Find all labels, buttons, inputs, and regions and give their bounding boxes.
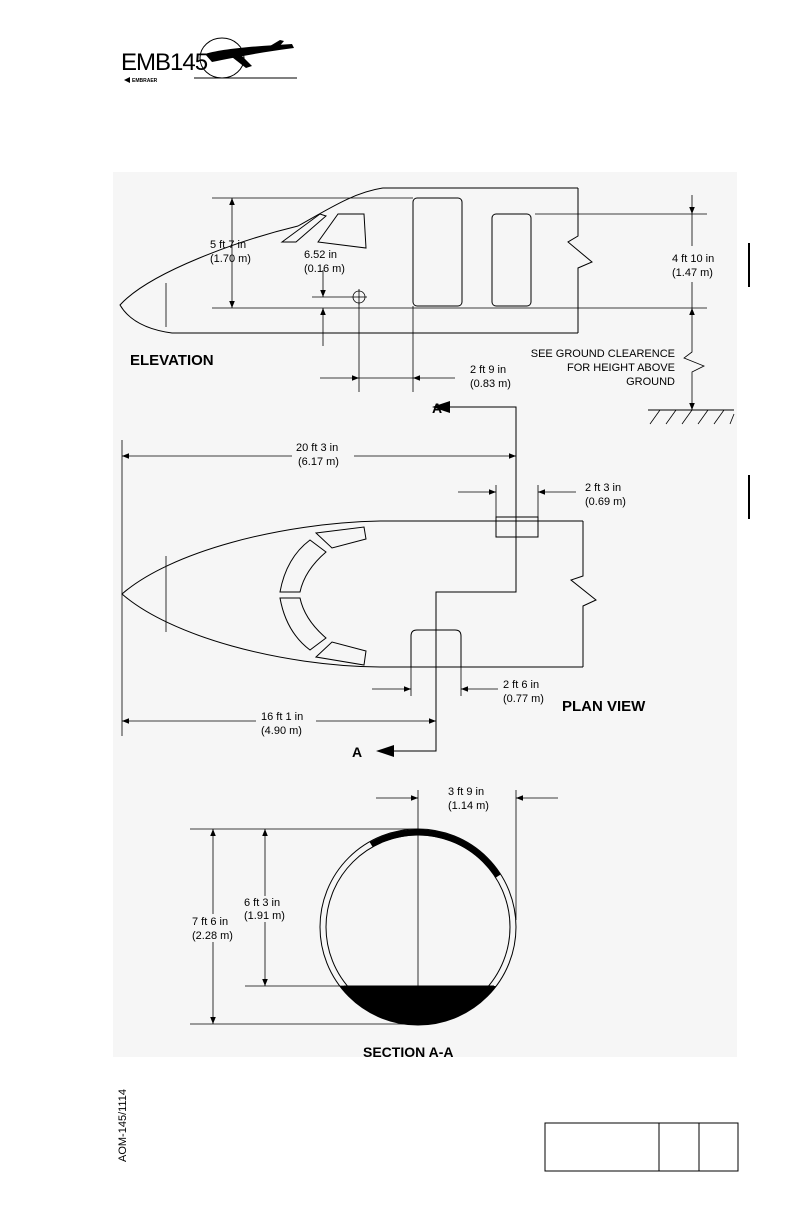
main-door-plan bbox=[410, 629, 462, 667]
label-backdrop bbox=[188, 914, 240, 942]
plan-view: A A 20 ft 3 in (6.17 m) 2 ft 3 in (0.69 … bbox=[121, 400, 646, 760]
label-backdrop bbox=[240, 896, 290, 922]
ground-note-line-3: GROUND bbox=[626, 376, 675, 388]
dim-height-ft-label: 5 ft 7 in bbox=[210, 239, 246, 251]
section-arrow-icon bbox=[376, 745, 394, 757]
label-backdrop bbox=[292, 440, 354, 470]
ground-clearance-break-line bbox=[683, 338, 705, 410]
dim-section-width-ft-label: 3 ft 9 in bbox=[448, 786, 484, 798]
revision-table-frame bbox=[544, 1122, 739, 1172]
dim-cabin-height-m-label: (1.91 m) bbox=[244, 910, 285, 922]
dim-service-door-m-label: (0.69 m) bbox=[585, 496, 626, 508]
plan-window-upper-side bbox=[314, 526, 367, 549]
dim-nose-to-door-m-label: (4.90 m) bbox=[261, 725, 302, 737]
revision-bar bbox=[748, 243, 750, 287]
main-door-outline bbox=[412, 197, 463, 307]
cockpit-window-side bbox=[280, 213, 327, 243]
ground-note-line-1: SEE GROUND CLEARENCE bbox=[531, 348, 675, 360]
dim-nose-to-section-m-label: (6.17 m) bbox=[298, 456, 339, 468]
dim-eye-to-door-m-label: (0.83 m) bbox=[470, 378, 511, 390]
fuselage-side-outline bbox=[119, 187, 578, 334]
plan-break-line bbox=[569, 521, 597, 667]
service-door-outline bbox=[491, 213, 532, 307]
section-a-a-view: 3 ft 9 in (1.14 m) 6 ft 3 in (1.91 m) 7 … bbox=[188, 786, 558, 1060]
floor-section bbox=[339, 986, 497, 1025]
revision-bar bbox=[748, 475, 750, 519]
dim-eye-ft-label: 6.52 in bbox=[304, 249, 337, 261]
dim-eye-m-label: (0.16 m) bbox=[304, 263, 345, 275]
logo-brand-text: EMBRAER bbox=[132, 78, 158, 84]
elevation-view: 5 ft 7 in (1.70 m) 6.52 in (0.16 m) 4 ft… bbox=[119, 187, 735, 425]
elevation-title: ELEVATION bbox=[130, 352, 214, 369]
dim-main-door-m-label: (0.77 m) bbox=[503, 693, 544, 705]
elevation-break-line bbox=[567, 188, 593, 333]
dim-section-width-m-label: (1.14 m) bbox=[448, 800, 489, 812]
dim-nose-to-section-ft-label: 20 ft 3 in bbox=[296, 442, 338, 454]
plan-windshield-right bbox=[279, 597, 327, 651]
service-door-plan bbox=[495, 516, 539, 538]
plan-view-title: PLAN VIEW bbox=[562, 698, 646, 715]
drawing-area bbox=[113, 172, 737, 1057]
plan-windshield-left bbox=[279, 539, 327, 593]
dim-eye-to-door-ft-label: 2 ft 9 in bbox=[470, 364, 506, 376]
dim-main-door-ft-label: 2 ft 6 in bbox=[503, 679, 539, 691]
airplane-icon bbox=[205, 40, 294, 68]
section-a-a-title: SECTION A-A bbox=[363, 1044, 453, 1060]
embraer-logo: EMB145 EMBRAER bbox=[121, 37, 297, 84]
dim-height-m-label: (1.70 m) bbox=[210, 253, 251, 265]
dim-total-height-ft-label: 7 ft 6 in bbox=[192, 916, 228, 928]
dim-total-height-m-label: (2.28 m) bbox=[192, 930, 233, 942]
document-number: AOM-145/1114 bbox=[117, 1089, 129, 1162]
plan-window-lower-side bbox=[314, 641, 367, 666]
dim-door-height-m-label: (1.47 m) bbox=[672, 267, 713, 279]
overhead-panel-band bbox=[369, 829, 501, 878]
ground-hatch bbox=[649, 409, 735, 425]
section-cut-line bbox=[394, 406, 517, 752]
label-backdrop bbox=[256, 708, 316, 738]
cockpit-window-main bbox=[317, 213, 367, 249]
section-arrow-icon bbox=[432, 401, 450, 413]
section-mark-bottom: A bbox=[352, 744, 362, 760]
section-mark-top: A bbox=[432, 400, 442, 416]
ground-note-line-2: FOR HEIGHT ABOVE bbox=[567, 362, 675, 374]
logo-arrow-icon bbox=[124, 77, 130, 83]
dim-door-height-ft-label: 4 ft 10 in bbox=[672, 253, 714, 265]
dim-cabin-height-ft-label: 6 ft 3 in bbox=[244, 897, 280, 909]
revision-table bbox=[544, 1122, 739, 1172]
dim-nose-to-door-ft-label: 16 ft 1 in bbox=[261, 711, 303, 723]
logo-model-text: EMB145 bbox=[121, 49, 208, 76]
dim-service-door-ft-label: 2 ft 3 in bbox=[585, 482, 621, 494]
